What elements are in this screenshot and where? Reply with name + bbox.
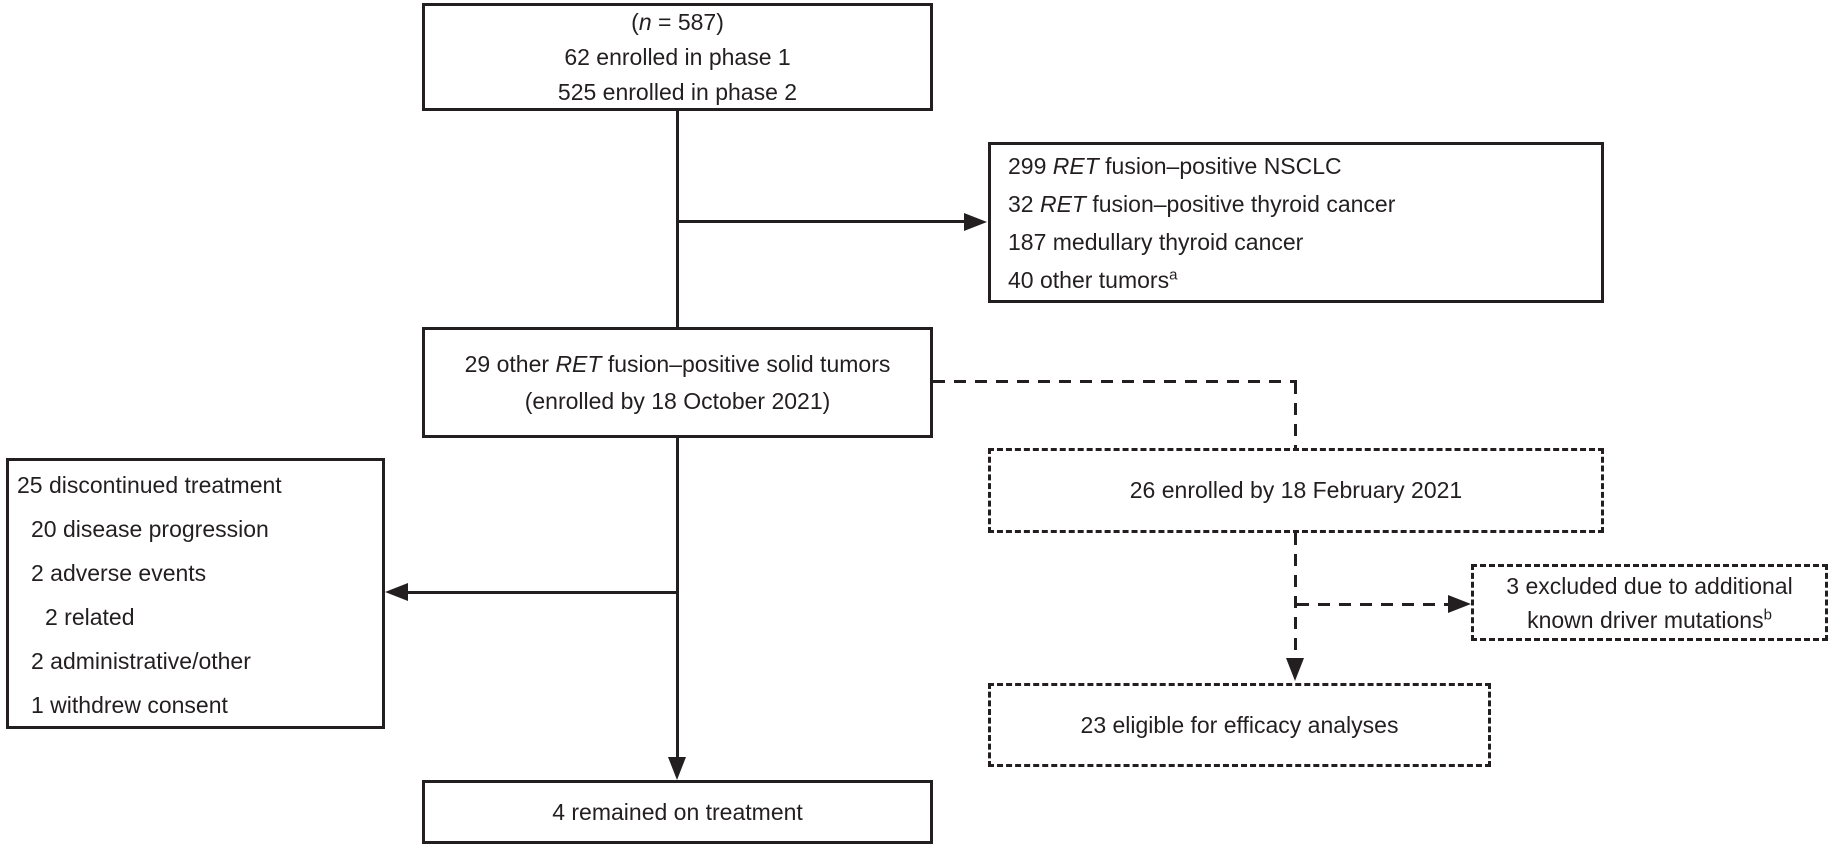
nsclc-line: 299 RET fusion–positive NSCLC <box>1008 153 1342 179</box>
excluded-line2: known driver mutationsb <box>1527 605 1772 633</box>
discontinued-total-line: 25 discontinued treatment <box>17 472 282 498</box>
enrollment-phase2-line: 525 enrolled in phase 2 <box>557 78 798 105</box>
medullary-line: 187 medullary thyroid cancer <box>1008 229 1304 255</box>
dashed-connector-solid-tumors-to-enrolled-feb <box>933 380 1297 383</box>
eligible-box: 23 eligible for efficacy analyses <box>988 683 1491 767</box>
thyroid-line: 32 RET fusion–positive thyroid cancer <box>1008 191 1396 217</box>
arrowhead-left-icon <box>385 583 408 601</box>
solid-tumors-date-line: (enrolled by 18 October 2021) <box>524 387 831 414</box>
enrollment-total-line: (n = 587) <box>631 8 724 35</box>
footnote-b-marker: b <box>1763 605 1772 623</box>
arrowhead-down-icon <box>668 757 686 780</box>
related-line: 2 related <box>45 604 135 630</box>
solid-tumors-box: 29 other RET fusion–positive solid tumor… <box>422 327 933 438</box>
connector-branch-to-other-cancers <box>676 220 966 223</box>
connector-branch-to-discontinued <box>408 591 679 594</box>
other-tumors-line: 40 other tumorsa <box>1008 266 1178 293</box>
enrolled-feb-line: 26 enrolled by 18 February 2021 <box>1129 477 1463 503</box>
remained-line: 4 remained on treatment <box>552 798 803 825</box>
eligible-line: 23 eligible for efficacy analyses <box>1080 711 1399 738</box>
arrowhead-right-icon <box>964 213 987 231</box>
disease-progression-line: 20 disease progression <box>31 516 269 542</box>
connector-solid-tumors-to-remained <box>676 438 679 758</box>
adverse-events-line: 2 adverse events <box>31 560 207 586</box>
excluded-line1: 3 excluded due to additional <box>1506 572 1793 599</box>
connector-enrollment-to-solid-tumors <box>676 111 679 327</box>
enrollment-box: (n = 587) 62 enrolled in phase 1 525 enr… <box>422 3 933 111</box>
dashed-connector-branch-to-excluded <box>1297 603 1448 606</box>
excluded-box: 3 excluded due to additional known drive… <box>1471 564 1828 641</box>
enrollment-phase1-line: 62 enrolled in phase 1 <box>564 43 791 70</box>
arrowhead-right-icon <box>1448 595 1471 613</box>
dashed-connector-enrolled-feb-to-eligible <box>1294 533 1297 658</box>
discontinued-box: 25 discontinued treatment 20 disease pro… <box>6 458 385 729</box>
dashed-connector-entry-enrolled-feb <box>1294 382 1297 448</box>
remained-box: 4 remained on treatment <box>422 780 933 844</box>
solid-tumors-line: 29 other RET fusion–positive solid tumor… <box>464 350 891 377</box>
enrolled-feb-box: 26 enrolled by 18 February 2021 <box>988 448 1604 533</box>
footnote-a-marker: a <box>1169 266 1178 284</box>
administrative-line: 2 administrative/other <box>31 648 251 674</box>
withdrew-consent-line: 1 withdrew consent <box>31 692 228 718</box>
other-cancers-box: 299 RET fusion–positive NSCLC 32 RET fus… <box>988 142 1604 303</box>
arrowhead-down-icon <box>1286 658 1304 681</box>
